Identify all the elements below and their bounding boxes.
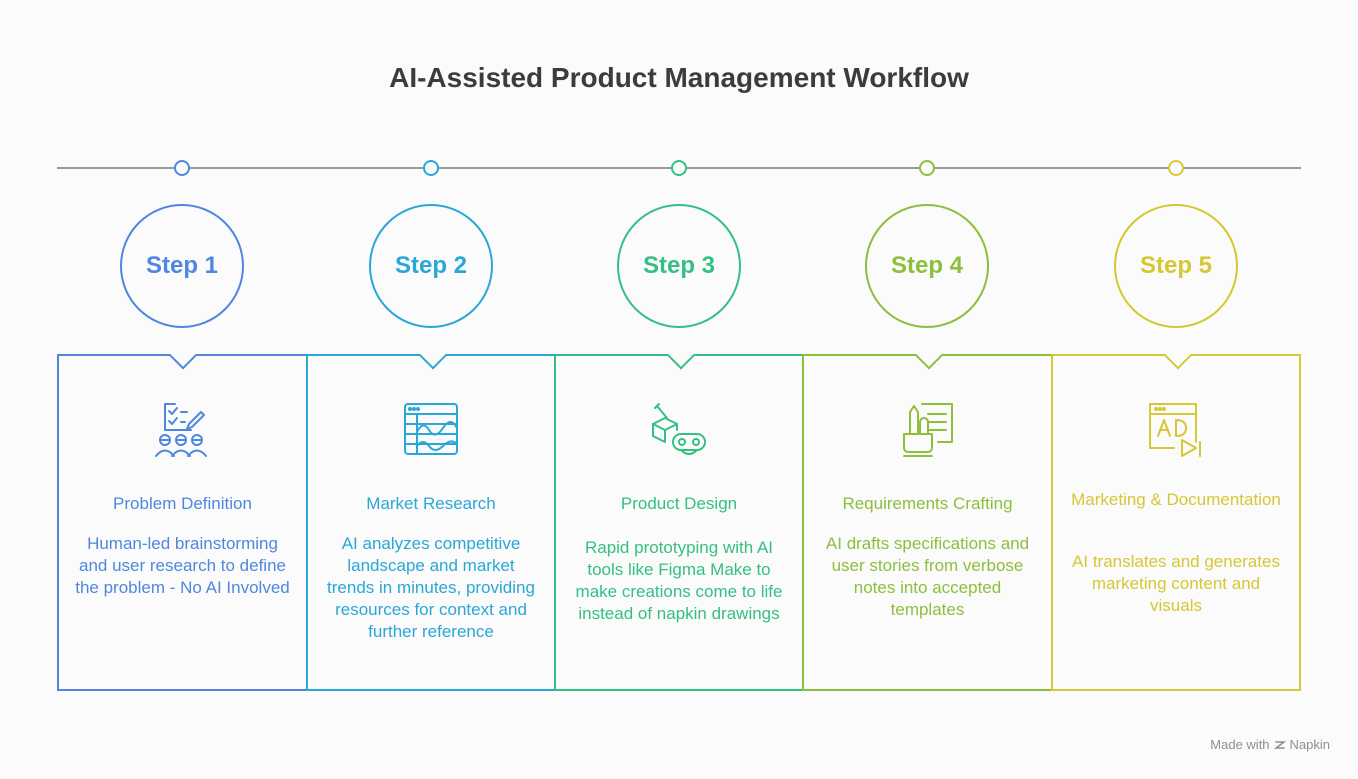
step-5-circle: Step 5 <box>1114 204 1238 328</box>
step-5-card-notch <box>1164 354 1192 370</box>
step-3-card-notch <box>667 354 695 370</box>
step-5-description: AI translates and generates marketing co… <box>1072 552 1280 615</box>
step-3-description: Rapid prototyping with AI tools like Fig… <box>575 538 783 623</box>
credit-brand: Napkin <box>1289 737 1330 752</box>
step-3-label: Step 3 <box>642 252 716 279</box>
step-4-label: Step 4 <box>890 252 964 279</box>
step-1-label: Step 1 <box>145 252 219 279</box>
step-2-label: Step 2 <box>394 252 468 279</box>
step-3-title: Product Design <box>620 494 738 513</box>
ai-media-icon <box>1144 398 1208 462</box>
timeline-dot-1 <box>174 160 190 176</box>
step-5-card: Marketing & Documentation AI translates … <box>1051 354 1301 691</box>
step-3-circle: Step 3 <box>617 204 741 328</box>
napkin-credit: Made with Napkin <box>1210 737 1330 752</box>
step-2-card: Market Research AI analyzes competitive … <box>306 354 556 691</box>
step-2-description: AI analyzes competitive landscape and ma… <box>327 534 535 641</box>
page-title: AI-Assisted Product Management Workflow <box>389 62 969 93</box>
browser-chart-icon <box>399 398 463 462</box>
timeline-dot-3 <box>671 160 687 176</box>
step-3-card: Product Design Rapid prototyping with AI… <box>554 354 804 691</box>
step-4-description: AI drafts specifications and user storie… <box>825 534 1030 619</box>
step-4-card: Requirements Crafting AI drafts specific… <box>802 354 1053 691</box>
step-4-circle: Step 4 <box>865 204 989 328</box>
document-pencil-cup-icon <box>896 398 960 462</box>
step-4-card-notch <box>915 354 943 370</box>
step-1-title: Problem Definition <box>113 494 252 513</box>
step-5-title: Marketing & Documentation <box>1071 490 1281 509</box>
step-1-card-notch <box>169 354 197 370</box>
step-2-card-notch <box>419 354 447 370</box>
napkin-logo-icon <box>1273 740 1286 749</box>
step-1-circle: Step 1 <box>120 204 244 328</box>
vr-prototype-icon <box>647 398 711 462</box>
step-2-circle: Step 2 <box>369 204 493 328</box>
timeline-dot-4 <box>919 160 935 176</box>
step-1-card: Problem Definition Human-led brainstormi… <box>57 354 308 691</box>
timeline-dot-5 <box>1168 160 1184 176</box>
credit-made-with: Made with <box>1210 737 1270 752</box>
timeline-dot-2 <box>423 160 439 176</box>
step-4-title: Requirements Crafting <box>842 494 1013 513</box>
step-5-label: Step 5 <box>1139 252 1213 279</box>
checklist-team-icon <box>151 398 215 462</box>
step-1-description: Human-led brainstorming and user researc… <box>75 534 290 597</box>
step-2-title: Market Research <box>366 494 496 513</box>
